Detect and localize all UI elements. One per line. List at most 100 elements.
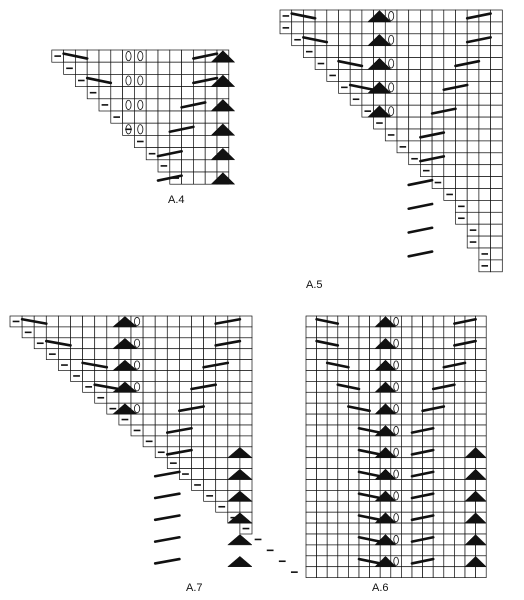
diagonal-bar-decrease-icon bbox=[410, 448, 435, 456]
grid-cell bbox=[239, 381, 253, 393]
grid-cell bbox=[106, 348, 120, 360]
grid-cell bbox=[432, 348, 445, 360]
grid-cell bbox=[422, 315, 434, 328]
grid-cell bbox=[384, 45, 398, 58]
grid-cell bbox=[454, 457, 466, 469]
grid-cell bbox=[193, 171, 206, 185]
grid-cell bbox=[166, 348, 180, 360]
grid-cell bbox=[466, 116, 480, 130]
grid-cell bbox=[166, 315, 180, 328]
grid-cell bbox=[390, 435, 402, 448]
grid-cell bbox=[145, 135, 159, 148]
grid-cell bbox=[118, 348, 132, 360]
grid-cell bbox=[337, 500, 349, 513]
grid-cell bbox=[215, 424, 229, 437]
grid-cell bbox=[305, 435, 317, 448]
grid-cell bbox=[443, 490, 455, 502]
grid-cell bbox=[157, 49, 171, 63]
diagonal-bar-decrease-icon bbox=[153, 492, 181, 500]
grid-cell bbox=[348, 359, 360, 371]
grid-cell bbox=[142, 370, 156, 382]
grid-cell bbox=[239, 402, 253, 415]
triangle-decrease-icon bbox=[374, 316, 397, 328]
grid-cell bbox=[316, 424, 328, 437]
triangle-decrease-icon bbox=[374, 555, 397, 567]
grid-cell bbox=[326, 326, 339, 339]
grid-cell bbox=[475, 337, 487, 350]
diagonal-bar-decrease-icon bbox=[44, 339, 72, 347]
grid-cell bbox=[348, 544, 360, 557]
grid-cell bbox=[396, 69, 410, 82]
double-oval-increase-icon bbox=[393, 491, 399, 501]
grid-cell bbox=[215, 457, 229, 469]
grid-cell bbox=[181, 159, 194, 173]
grid-cell bbox=[432, 468, 445, 480]
triangle-decrease-icon bbox=[464, 534, 487, 546]
grid-cell bbox=[169, 61, 182, 75]
grid-cell bbox=[422, 381, 434, 393]
grid-cell bbox=[314, 45, 328, 58]
grid-cell bbox=[166, 381, 180, 393]
grid-cell bbox=[179, 391, 192, 404]
grid-cell bbox=[490, 259, 503, 273]
grid-cell bbox=[401, 533, 413, 546]
grid-cell bbox=[420, 33, 433, 47]
grid-cell bbox=[464, 326, 476, 339]
grid-cell bbox=[411, 337, 423, 350]
grid-cell bbox=[358, 315, 370, 328]
grid-cell bbox=[358, 413, 370, 426]
grid-cell bbox=[227, 326, 241, 339]
grid-cell bbox=[478, 45, 491, 58]
grid-cell bbox=[191, 457, 204, 469]
grid-cell bbox=[475, 370, 487, 382]
grid-cell bbox=[203, 446, 217, 459]
grid-cell bbox=[379, 544, 392, 557]
grid-cell bbox=[358, 479, 370, 491]
grid-cell bbox=[142, 391, 156, 404]
grid-cell bbox=[203, 315, 217, 328]
grid-cell bbox=[411, 370, 423, 382]
grid-cell bbox=[369, 522, 381, 535]
grid-cell bbox=[408, 92, 421, 106]
grid-cell bbox=[443, 33, 456, 47]
grid-cell bbox=[348, 326, 360, 339]
grid-cell bbox=[369, 479, 381, 491]
grid-cell bbox=[203, 370, 217, 382]
grid-cell bbox=[455, 104, 468, 118]
grid-cell bbox=[411, 391, 423, 404]
double-oval-increase-icon bbox=[393, 316, 399, 326]
grid-cell bbox=[326, 435, 339, 448]
chart-a5 bbox=[279, 9, 503, 273]
grid-cell bbox=[305, 555, 317, 568]
grid-cell bbox=[203, 326, 217, 339]
grid-cell bbox=[443, 555, 455, 568]
grid-cell bbox=[431, 81, 445, 94]
grid-cell bbox=[215, 381, 229, 393]
grid-cell bbox=[215, 370, 229, 382]
grid-cell bbox=[443, 152, 456, 166]
grid-cell bbox=[348, 490, 360, 502]
grid-cell bbox=[490, 188, 503, 201]
grid-cell bbox=[203, 457, 217, 469]
grid-cell bbox=[422, 337, 434, 350]
grid-cell bbox=[384, 116, 398, 130]
grid-cell bbox=[411, 566, 423, 578]
grid-cell bbox=[326, 402, 339, 415]
grid-cell bbox=[337, 457, 349, 469]
grid-cell bbox=[466, 69, 480, 82]
grid-cell bbox=[454, 370, 466, 382]
grid-cell bbox=[193, 147, 206, 161]
grid-cell bbox=[94, 315, 108, 328]
grid-cell bbox=[408, 57, 421, 70]
grid-cell bbox=[401, 544, 413, 557]
grid-cell bbox=[390, 544, 402, 557]
grid-cell bbox=[348, 566, 360, 578]
grid-cell bbox=[358, 435, 370, 448]
grid-cell bbox=[239, 337, 253, 350]
grid-cell bbox=[70, 326, 83, 339]
grid-cell bbox=[455, 128, 468, 142]
grid-cell bbox=[454, 522, 466, 535]
grid-cell bbox=[478, 140, 491, 154]
grid-cell bbox=[466, 164, 480, 177]
grid-cell bbox=[490, 176, 503, 189]
